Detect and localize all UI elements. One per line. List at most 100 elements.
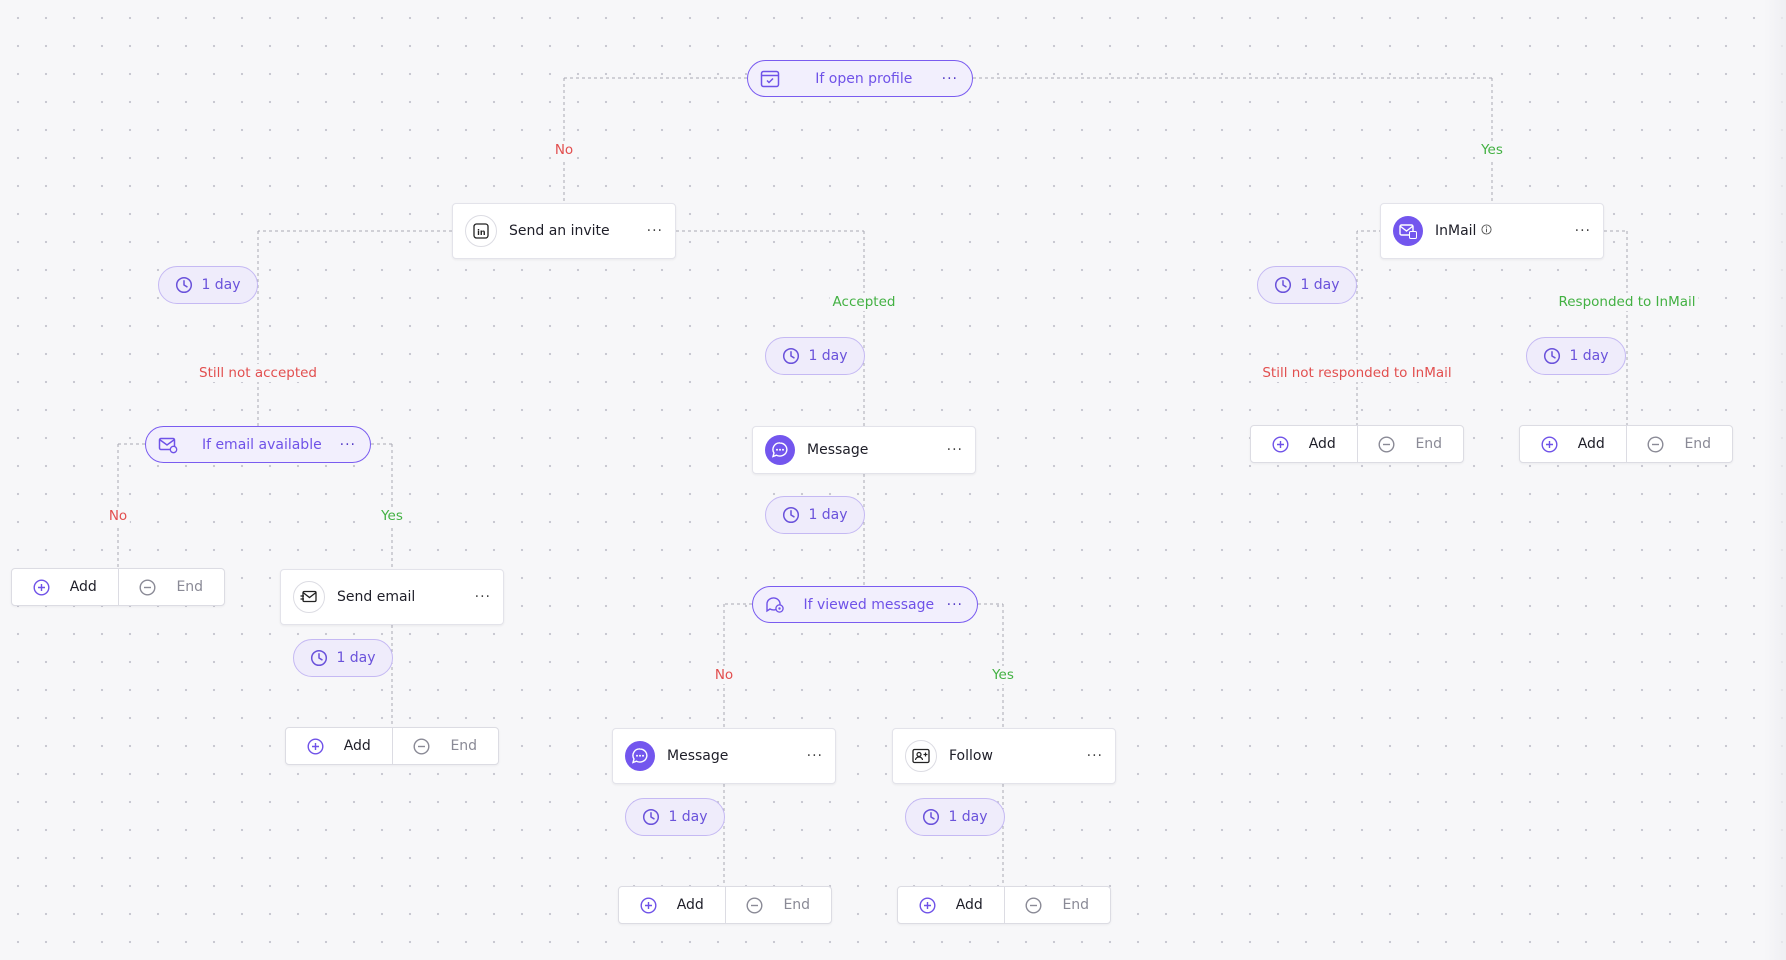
more-options-icon[interactable]: ··· <box>1086 748 1103 764</box>
end-sequence-button[interactable]: End <box>1358 426 1464 462</box>
more-options-icon[interactable]: ··· <box>1574 223 1591 239</box>
minus-circle-icon <box>1647 435 1674 453</box>
delay-pill-d-message1[interactable]: 1 day <box>765 496 865 534</box>
end-sequence-button[interactable]: End <box>1627 426 1733 462</box>
add-end-group-ae-follow: Add End <box>897 886 1111 924</box>
end-label: End <box>783 897 811 913</box>
delay-pill-d-sendemail[interactable]: 1 day <box>293 639 393 677</box>
condition-label: If email available <box>201 436 322 453</box>
end-label: End <box>1415 436 1443 452</box>
add-step-button[interactable]: Add <box>1251 426 1358 462</box>
canvas-scroll-edge <box>1764 0 1786 960</box>
add-label: Add <box>1308 436 1336 452</box>
clock-icon <box>782 347 808 365</box>
step-node-send-invite[interactable]: in Send an invite ··· <box>452 203 676 259</box>
plus-circle-icon <box>640 896 667 914</box>
chat-icon <box>625 741 655 771</box>
minus-circle-icon <box>413 737 440 755</box>
end-sequence-button[interactable]: End <box>726 887 832 923</box>
chat-icon <box>765 435 795 465</box>
condition-node-email-available[interactable]: If email available ··· <box>145 426 371 463</box>
add-end-group-ae-message-2: Add End <box>618 886 832 924</box>
delay-label: 1 day <box>668 809 708 825</box>
linkedin-icon: in <box>465 215 497 247</box>
delay-pill-d-responded[interactable]: 1 day <box>1526 337 1626 375</box>
end-sequence-button[interactable]: End <box>1005 887 1111 923</box>
delay-pill-d-follow[interactable]: 1 day <box>905 798 1005 836</box>
clock-icon <box>642 808 668 826</box>
delay-pill-d-invite[interactable]: 1 day <box>158 266 258 304</box>
branch-label-bl-responded: Responded to InMail <box>1555 293 1699 311</box>
add-label: Add <box>343 738 371 754</box>
email-check-icon <box>158 435 178 455</box>
clock-icon <box>782 506 808 524</box>
add-end-group-ae-send-email: Add End <box>285 727 499 765</box>
svg-text:in: in <box>477 228 486 237</box>
end-sequence-button[interactable]: End <box>393 728 499 764</box>
step-node-inmail[interactable]: InMail ··· <box>1380 203 1604 259</box>
delay-label: 1 day <box>201 277 241 293</box>
condition-label: If viewed message <box>803 596 935 613</box>
delay-pill-d-message2[interactable]: 1 day <box>625 798 725 836</box>
more-options-icon[interactable]: ··· <box>806 748 823 764</box>
add-label: Add <box>955 897 983 913</box>
minus-circle-icon <box>746 896 773 914</box>
step-node-message-1[interactable]: Message ··· <box>752 426 976 474</box>
clock-icon <box>175 276 201 294</box>
delay-pill-d-accepted[interactable]: 1 day <box>765 337 865 375</box>
branch-label-bl-ea-yes: Yes <box>378 507 406 525</box>
condition-node-open-profile[interactable]: If open profile··· <box>747 60 973 97</box>
more-options-icon[interactable]: ··· <box>474 589 491 605</box>
add-step-button[interactable]: Add <box>1520 426 1627 462</box>
step-label: Message <box>807 442 869 458</box>
more-options-icon[interactable]: ··· <box>946 596 963 613</box>
info-icon[interactable] <box>1476 223 1492 239</box>
more-options-icon[interactable]: ··· <box>941 70 958 87</box>
add-end-group-ae-email-no: Add End <box>11 568 225 606</box>
step-label: Send email <box>337 589 416 605</box>
add-step-button[interactable]: Add <box>286 728 393 764</box>
delay-label: 1 day <box>1569 348 1609 364</box>
branch-label-bl-op-yes: Yes <box>1478 141 1506 159</box>
branch-label-bl-not-accepted: Still not accepted <box>196 364 320 382</box>
end-label: End <box>176 579 204 595</box>
clock-icon <box>922 808 948 826</box>
condition-node-viewed-message[interactable]: If viewed message ··· <box>752 586 978 623</box>
minus-circle-icon <box>139 578 166 596</box>
delay-pill-d-inmail[interactable]: 1 day <box>1257 266 1357 304</box>
add-label: Add <box>69 579 97 595</box>
end-sequence-button[interactable]: End <box>119 569 225 605</box>
clock-icon <box>1274 276 1300 294</box>
plus-circle-icon <box>1541 435 1568 453</box>
add-step-button[interactable]: Add <box>12 569 119 605</box>
plus-circle-icon <box>919 896 946 914</box>
profile-check-icon <box>760 69 780 89</box>
more-options-icon[interactable]: ··· <box>946 442 963 458</box>
viewed-message-icon <box>765 595 785 615</box>
plus-circle-icon <box>1272 435 1299 453</box>
step-label: Send an invite <box>509 223 610 239</box>
add-step-button[interactable]: Add <box>619 887 726 923</box>
branch-label-bl-vm-no: No <box>711 666 737 684</box>
more-options-icon[interactable]: ··· <box>339 436 356 453</box>
branch-label-bl-vm-yes: Yes <box>989 666 1017 684</box>
delay-label: 1 day <box>808 507 848 523</box>
add-step-button[interactable]: Add <box>898 887 1005 923</box>
clock-icon <box>1543 347 1569 365</box>
end-label: End <box>450 738 478 754</box>
end-label: End <box>1062 897 1090 913</box>
step-label: InMail <box>1435 223 1477 239</box>
more-options-icon[interactable]: ··· <box>646 223 663 239</box>
follow-icon <box>905 740 937 772</box>
step-node-send-email[interactable]: Send email ··· <box>280 569 504 625</box>
send-email-icon <box>293 581 325 613</box>
branch-label-bl-op-no: No <box>551 141 577 159</box>
branch-label-bl-accepted: Accepted <box>829 293 899 311</box>
step-node-message-2[interactable]: Message··· <box>612 728 836 784</box>
step-label: Follow <box>949 748 993 764</box>
step-node-follow[interactable]: Follow ··· <box>892 728 1116 784</box>
delay-label: 1 day <box>808 348 848 364</box>
